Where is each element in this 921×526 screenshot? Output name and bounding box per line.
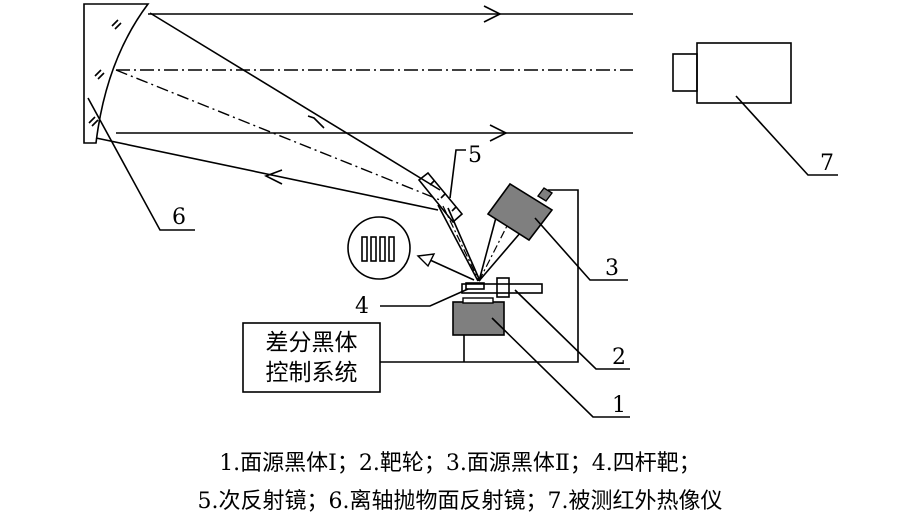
control-wiring [380, 189, 579, 363]
label-4: 4 [355, 294, 369, 319]
converging-rays [95, 12, 441, 211]
secondary-mirror [417, 171, 464, 224]
off-axis-parabolic-mirror [83, 3, 150, 144]
collimated-beams [116, 5, 633, 142]
infrared-thermal-imager [672, 42, 792, 104]
blackbody-ii [486, 182, 554, 242]
blackbody-i [452, 297, 505, 336]
control-system-box: 差分黑体 控制系统 [242, 322, 381, 393]
four-bar-target-callout [347, 216, 475, 281]
leader-lines [87, 95, 838, 418]
label-2: 2 [612, 345, 626, 370]
caption-line1: 1.面源黑体Ⅰ；2.靶轮；3.面源黑体Ⅱ；4.四杆靶； [219, 451, 701, 476]
target-rays [437, 204, 522, 282]
caption-line2: 5.次反射镜；6.离轴抛物面反射镜；7.被测红外热像仪 [198, 489, 723, 514]
label-1: 1 [612, 393, 626, 418]
target-wheel [461, 277, 543, 298]
label-3: 3 [605, 256, 619, 281]
label-5: 5 [468, 143, 482, 168]
label-6: 6 [172, 205, 186, 230]
control-box-line1: 差分黑体 [266, 330, 358, 356]
control-box-line2: 控制系统 [266, 360, 358, 386]
label-7: 7 [820, 151, 834, 176]
